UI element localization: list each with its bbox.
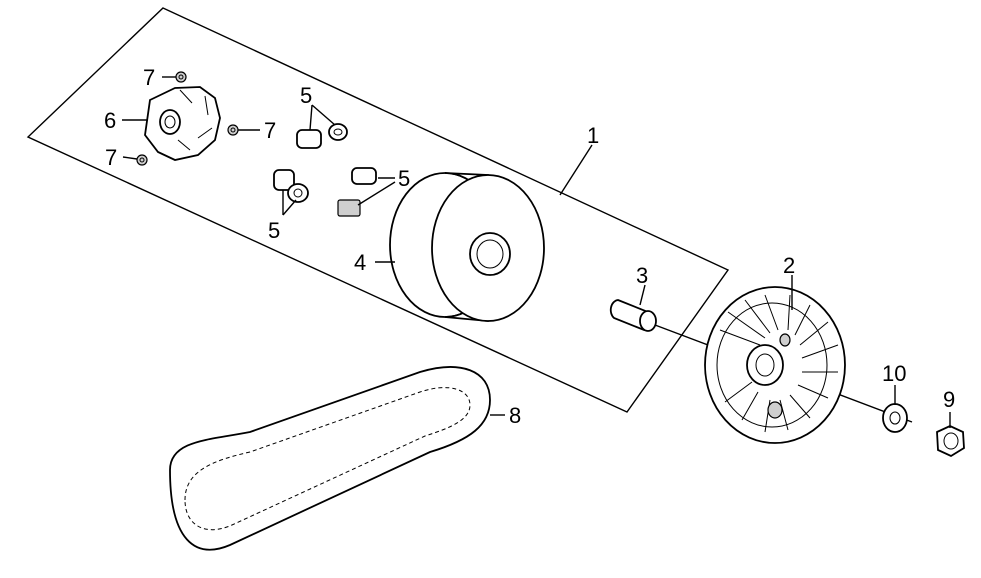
leader-5-top-a (309, 104, 313, 131)
callout-6: 6 (104, 108, 116, 133)
drive-belt-8 (169, 366, 491, 551)
assembly-group-outline (26, 7, 730, 413)
callout-1: 1 (587, 123, 599, 148)
nut-9 (936, 425, 965, 458)
screw-7-bottom (136, 154, 148, 166)
washer-10 (882, 403, 908, 433)
drive-face-fan-2 (704, 286, 846, 444)
screw-7-top (175, 71, 187, 83)
leader-1 (559, 144, 593, 196)
callout-5-top: 5 (300, 83, 312, 108)
callout-3: 3 (636, 263, 648, 288)
callout-5-right: 5 (398, 166, 410, 191)
callout-2: 2 (783, 253, 795, 278)
callout-4: 4 (354, 250, 366, 275)
leader-3 (639, 284, 646, 306)
callout-9: 9 (943, 387, 955, 412)
roller-5-upper-pair (296, 123, 348, 149)
leader-5-top-b (311, 104, 336, 126)
movable-drive-face-4 (389, 172, 545, 322)
leader-7-bottom (122, 156, 138, 160)
callout-7-bottom: 7 (105, 145, 117, 170)
ramp-plate-6 (144, 86, 221, 161)
callout-7-right: 7 (264, 118, 276, 143)
collar-3 (609, 299, 657, 332)
callout-7-top: 7 (143, 65, 155, 90)
callout-5-bottom: 5 (268, 218, 280, 243)
roller-5-right-pair (337, 167, 377, 217)
callout-10: 10 (882, 361, 906, 386)
callout-8: 8 (509, 403, 521, 428)
leader-5-bottom-b (282, 199, 297, 216)
screw-7-right (227, 124, 239, 136)
roller-5-left-pair (273, 169, 309, 203)
leader-5-right-b (357, 181, 396, 206)
